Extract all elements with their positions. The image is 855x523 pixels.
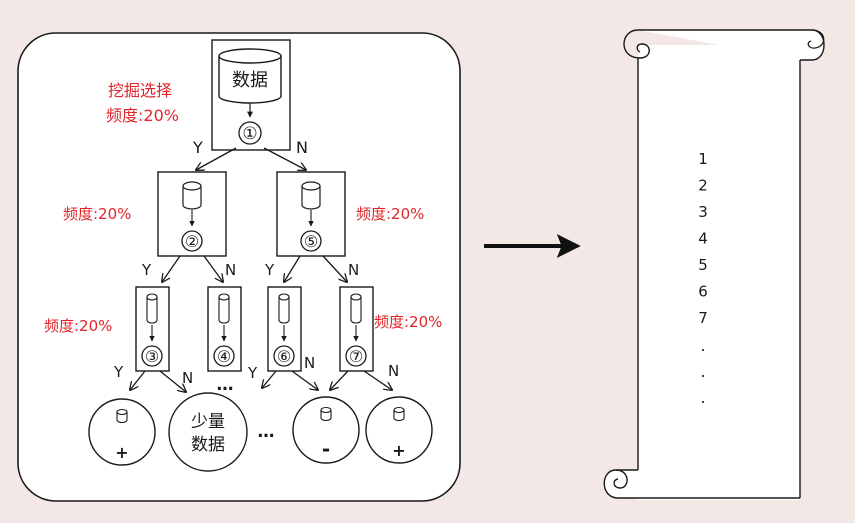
leaf-small-data: 少量 数据 bbox=[169, 393, 247, 471]
node-2-yes-label: Y bbox=[141, 261, 152, 279]
rule-item-2: 2 bbox=[698, 177, 708, 195]
node-4-ellipsis: … bbox=[217, 375, 234, 395]
node-4-label: ④ bbox=[217, 347, 231, 366]
node-5-frequency: 频度:20% bbox=[356, 205, 424, 223]
leaf-positive-1-sign: + bbox=[115, 443, 128, 462]
leaf-negative-sign: - bbox=[322, 437, 330, 461]
leaf-negative: - bbox=[293, 397, 359, 463]
leaves-ellipsis: … bbox=[258, 422, 275, 442]
rule-item-6: 6 bbox=[698, 283, 708, 301]
rule-continuation-dot: · bbox=[700, 341, 705, 360]
leaf-positive-2: + bbox=[366, 397, 432, 463]
node-3-frequency: 频度:20% bbox=[44, 317, 112, 335]
root-annotation-line1: 挖掘选择 bbox=[108, 81, 172, 100]
node-7-no-label: N bbox=[388, 362, 399, 380]
root-no-label: N bbox=[296, 138, 308, 157]
node-5-no-label: N bbox=[348, 261, 359, 279]
database-icon bbox=[279, 294, 289, 323]
node-2-frequency: 频度:20% bbox=[63, 205, 131, 223]
rule-item-1: 1 bbox=[698, 150, 708, 168]
node-5-label: ⑤ bbox=[304, 232, 318, 251]
database-icon bbox=[351, 294, 361, 323]
node-5-yes-label: Y bbox=[264, 261, 275, 279]
database-icon bbox=[147, 294, 157, 323]
node-7-frequency: 频度:20% bbox=[374, 313, 442, 331]
rule-list-scroll bbox=[604, 30, 824, 500]
rule-item-7: 7 bbox=[698, 309, 708, 327]
database-icon bbox=[183, 182, 201, 209]
node-2-no-label: N bbox=[225, 261, 236, 279]
rule-item-4: 4 bbox=[698, 230, 708, 248]
leaf-positive-1: + bbox=[89, 399, 155, 465]
small-data-line2: 数据 bbox=[191, 435, 225, 455]
leaf-positive-2-sign: + bbox=[392, 441, 405, 460]
rule-item-5: 5 bbox=[698, 256, 708, 274]
root-yes-label: Y bbox=[192, 138, 203, 157]
root-db-label: 数据 bbox=[232, 70, 268, 91]
node-3-label: ③ bbox=[145, 347, 159, 366]
root-annotation-line2: 频度:20% bbox=[106, 106, 179, 125]
database-icon bbox=[302, 182, 320, 209]
rule-item-3: 3 bbox=[698, 203, 708, 221]
database-icon bbox=[219, 294, 229, 323]
small-data-line1: 少量 bbox=[191, 412, 225, 432]
node-2-label: ② bbox=[185, 232, 199, 251]
node-7-label: ⑦ bbox=[349, 347, 363, 366]
node-6-no-label: N bbox=[304, 354, 315, 372]
rule-continuation-dot: · bbox=[700, 393, 705, 412]
node-1-label: ① bbox=[242, 124, 257, 144]
rule-continuation-dot: · bbox=[700, 367, 705, 386]
node-3-yes-label: Y bbox=[113, 363, 124, 381]
node-6-yes-label: Y bbox=[247, 364, 258, 382]
node-3-no-label: N bbox=[182, 369, 193, 387]
node-6-label: ⑥ bbox=[277, 347, 291, 366]
